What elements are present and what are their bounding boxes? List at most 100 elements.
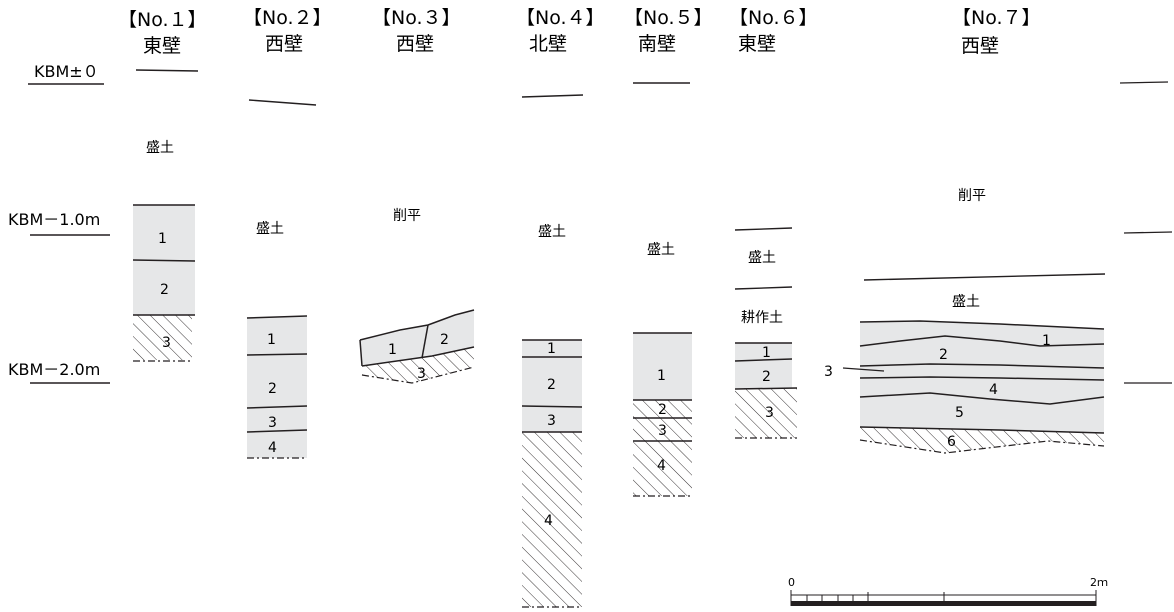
level-kbm-2m: KBM－2.0m (8, 360, 100, 379)
column-no7-base (859, 439, 1105, 454)
column-no5-number: 【No.５】 (624, 7, 713, 29)
column-no1: 【No.１】 東壁 盛土 1 2 3 (118, 9, 207, 362)
column-no2-boundary (246, 429, 308, 433)
column-no1-boundary (132, 259, 196, 262)
column-no7-layer-label: 6 (947, 434, 956, 450)
column-no6-layer-label: 2 (762, 369, 771, 385)
column-no3-layer-label: 2 (440, 332, 449, 348)
column-no1-fill-label: 盛土 (146, 140, 174, 156)
column-no2-layer-label: 4 (268, 440, 277, 456)
column-no5: 【No.５】 南壁 盛土 1 2 3 4 (624, 7, 713, 497)
column-no2: 【No.２】 西壁 盛土 1 2 3 4 (243, 7, 332, 459)
column-no7-boundary (859, 376, 1105, 381)
column-no6-wall: 東壁 (738, 33, 776, 55)
column-no7-wall: 西壁 (961, 35, 999, 57)
column-no3-base (361, 366, 475, 384)
column-no4-layers-fill (522, 340, 582, 432)
column-no5-hatch (633, 400, 692, 496)
column-no1-layer-label: 1 (158, 231, 167, 247)
column-no1-layer-label: 2 (160, 282, 169, 298)
ref-tick-1 (1123, 231, 1173, 234)
column-no6-number: 【No.６】 (729, 7, 818, 29)
column-no7-layer-label: 5 (955, 405, 964, 421)
right-reference-ticks (1119, 81, 1173, 384)
column-no4-wall: 北壁 (529, 33, 567, 55)
column-no4-number: 【No.４】 (516, 7, 605, 29)
scale-bar-solid (791, 601, 1096, 606)
column-no5-fill-label: 盛土 (647, 242, 675, 258)
column-no7-layer-label: 2 (939, 347, 948, 363)
column-no5-layer-label: 4 (657, 458, 666, 474)
column-no7-boundary (859, 335, 1105, 347)
column-no7-layer-label: 3 (824, 364, 833, 380)
column-no1-number: 【No.１】 (118, 9, 207, 31)
scale-start-label: 0 (788, 576, 795, 589)
column-no3-number: 【No.３】 (372, 7, 461, 29)
column-no6-hatch (735, 388, 797, 438)
column-no3-layer-label: 1 (388, 342, 397, 358)
column-no7-leveled-line (863, 273, 1106, 281)
column-no7-layer-label: 4 (989, 382, 998, 398)
column-no6-layers-fill (735, 343, 792, 388)
scale-end-label: 2ｍ (1090, 576, 1108, 589)
column-no5-layer-label: 1 (657, 368, 666, 384)
column-no7-fill-label: 盛土 (952, 294, 980, 310)
column-no2-layer-label: 1 (267, 332, 276, 348)
level-labels: KBM±０ KBM－1.0m KBM－2.0m (8, 62, 110, 384)
column-no4-layer-label: 4 (544, 513, 553, 529)
column-no3: 【No.３】 西壁 削平 1 2 3 (359, 7, 475, 384)
column-no7-hatch (860, 427, 1104, 453)
column-no6-boundary (734, 387, 798, 390)
column-no4-surface (521, 94, 584, 98)
column-no1-hatch (133, 315, 192, 360)
column-no5-layer-label: 3 (658, 423, 667, 439)
column-no3-wall: 西壁 (396, 33, 434, 55)
column-no4-hatch (522, 432, 582, 607)
column-no2-fill-label: 盛土 (256, 221, 284, 237)
column-no4: 【No.４】 北壁 盛土 1 2 3 4 (516, 7, 605, 608)
column-no4-fill-label: 盛土 (538, 224, 566, 240)
column-no6: 【No.６】 東壁 盛土 耕作土 1 2 3 (729, 7, 818, 439)
ref-tick-0 (1119, 81, 1169, 84)
column-no2-layer-label: 2 (268, 381, 277, 397)
column-no2-number: 【No.２】 (243, 7, 332, 29)
column-no3-boundary (361, 346, 475, 367)
level-kbm-1m: KBM－1.0m (8, 210, 100, 229)
column-no6-boundary (734, 358, 793, 362)
column-no2-surface (248, 99, 317, 106)
column-no2-boundary (246, 353, 308, 356)
column-no1-layer-label: 3 (162, 335, 171, 351)
column-no5-layer-label: 2 (658, 402, 667, 418)
column-no2-boundary (246, 315, 308, 319)
column-no1-surface (135, 69, 199, 72)
column-no1-wall: 東壁 (143, 35, 181, 57)
column-no7-layer-label: 1 (1042, 333, 1051, 349)
column-no7-leveled-label: 削平 (958, 188, 986, 204)
column-no7-boundary (859, 320, 1105, 330)
column-no7-boundary (859, 363, 1105, 369)
column-no6-plow-label: 耕作土 (741, 309, 783, 326)
column-no6-layer-label: 3 (765, 405, 774, 421)
column-no4-layer-label: 2 (547, 377, 556, 393)
column-no3-layer-label: 3 (417, 366, 426, 382)
column-no2-wall: 西壁 (265, 33, 303, 55)
column-no7: 【No.７】 西壁 削平 盛土 1 2 3 4 5 6 (824, 7, 1106, 454)
column-no4-layer-label: 1 (547, 341, 556, 357)
column-no5-wall: 南壁 (638, 33, 676, 55)
scale-bar: 0 2ｍ (788, 576, 1108, 606)
column-no7-number: 【No.７】 (952, 7, 1041, 29)
column-no2-boundary (246, 405, 308, 409)
column-no3-boundary (421, 324, 429, 359)
column-no5-layers-fill (633, 333, 692, 400)
column-no7-boundary (859, 392, 1105, 405)
column-no2-layer-label: 3 (268, 415, 277, 431)
column-no7-layer3-leader (842, 367, 885, 372)
column-no6-fill-label: 盛土 (748, 250, 776, 266)
column-no6-surface (734, 227, 793, 231)
column-no3-leveled-label: 削平 (393, 208, 421, 224)
column-no4-boundary (521, 405, 583, 408)
level-kbm-0: KBM±０ (34, 62, 99, 81)
column-no2-layers-fill (247, 317, 307, 458)
column-no3-boundary (359, 339, 363, 367)
column-no4-layer-label: 3 (547, 413, 556, 429)
